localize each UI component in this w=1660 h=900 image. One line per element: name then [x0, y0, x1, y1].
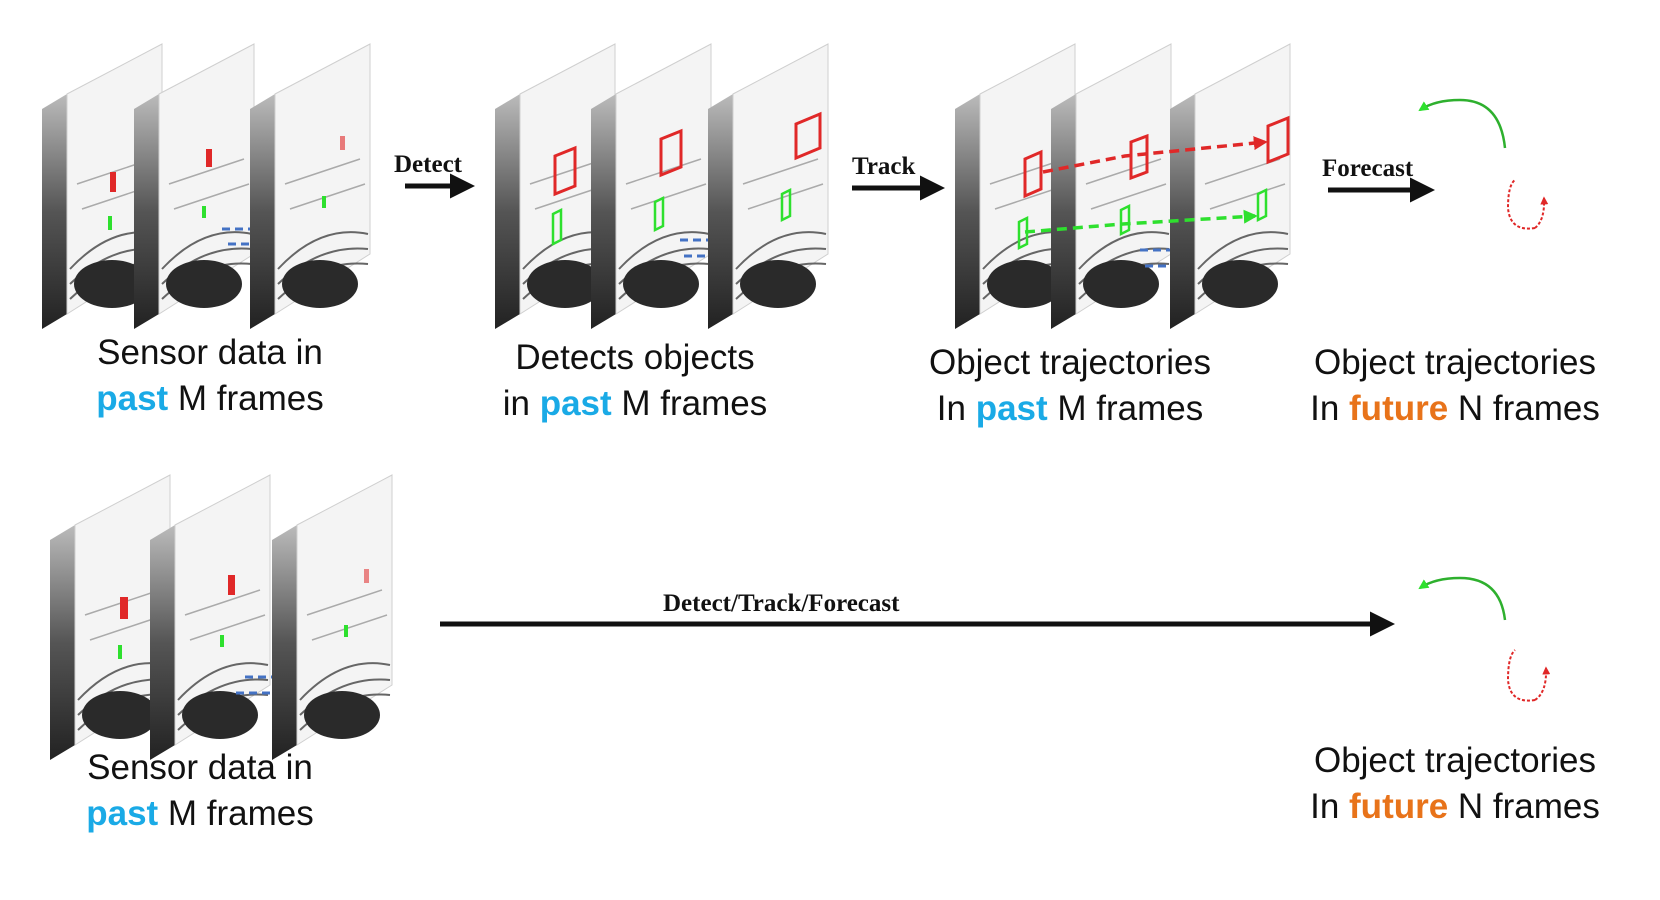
lidar-frame	[134, 43, 255, 329]
track-line-red	[1042, 136, 1268, 174]
caption-line1: Object trajectories	[1313, 343, 1597, 382]
detect-arrow-label: Detect	[394, 151, 463, 178]
lidar-frame	[591, 43, 712, 329]
caption-prefix: In	[936, 389, 976, 428]
lidar-frame	[50, 474, 171, 760]
frame-stack-top-sensor	[42, 43, 371, 329]
caption-line2: In future N frames	[1285, 784, 1625, 830]
caption-bottom-forecast: Object trajectories In future N frames	[1285, 738, 1625, 830]
caption-line1: Object trajectories	[1313, 741, 1597, 780]
track-line-green	[1024, 209, 1258, 234]
past-highlight: past	[539, 384, 612, 423]
red-trajectory-arrow	[1506, 649, 1546, 702]
frame-separator	[1140, 248, 1170, 268]
caption-rest: M frames	[168, 379, 324, 418]
caption-top-detect: Detects objects in past M frames	[465, 335, 805, 427]
caption-top-sensor: Sensor data in past M frames	[50, 330, 370, 422]
lidar-frame	[708, 43, 829, 329]
caption-line2: past M frames	[50, 376, 370, 422]
frame-separator	[222, 227, 250, 246]
track-arrow-label: Track	[852, 153, 916, 180]
caption-line1: Detects objects	[515, 338, 755, 377]
caption-rest: M frames	[1047, 389, 1204, 428]
caption-rest: N frames	[1448, 787, 1600, 826]
detect-track-forecast-arrow: Detect/Track/Forecast	[440, 590, 1395, 637]
lidar-frame	[1051, 43, 1172, 329]
detect-track-forecast-label: Detect/Track/Forecast	[663, 590, 900, 617]
forecast-arrow: Forecast	[1322, 155, 1435, 203]
track-arrow: Track	[852, 153, 945, 201]
lidar-frame	[1170, 43, 1291, 329]
caption-top-forecast: Object trajectories In future N frames	[1285, 340, 1625, 432]
detect-arrow: Detect	[394, 151, 475, 199]
caption-rest: M frames	[158, 794, 314, 833]
caption-rest: N frames	[1448, 389, 1600, 428]
lidar-frame	[272, 474, 393, 760]
caption-top-track: Object trajectories In past M frames	[900, 340, 1240, 432]
caption-prefix: in	[502, 384, 540, 423]
caption-line2: In future N frames	[1285, 386, 1625, 432]
caption-rest: M frames	[611, 384, 768, 423]
forecast-arrow-label: Forecast	[1322, 155, 1414, 182]
past-highlight: past	[975, 389, 1048, 428]
caption-bottom-sensor: Sensor data in past M frames	[40, 745, 360, 837]
caption-prefix: In	[1310, 787, 1350, 826]
caption-prefix: In	[1310, 389, 1350, 428]
frame-stack-top-track	[955, 43, 1291, 329]
caption-line2: past M frames	[40, 791, 360, 837]
frame-stack-top-detect	[495, 43, 829, 329]
caption-line1: Sensor data in	[97, 333, 323, 372]
caption-line2: in past M frames	[465, 381, 805, 427]
red-trajectory-arrow	[1506, 179, 1544, 230]
caption-line1: Sensor data in	[87, 748, 313, 787]
frame-separator	[680, 238, 708, 258]
forecast-trajectories-bottom	[1418, 576, 1546, 702]
future-highlight: future	[1349, 787, 1449, 826]
past-highlight: past	[96, 379, 169, 418]
forecast-trajectories-top	[1418, 98, 1544, 230]
green-trajectory-arrow	[1418, 576, 1507, 621]
lidar-frame	[250, 43, 371, 329]
caption-line1: Object trajectories	[928, 343, 1212, 382]
frame-stack-bottom-sensor	[50, 474, 393, 760]
caption-line2: In past M frames	[900, 386, 1240, 432]
frame-separator	[236, 675, 272, 695]
future-highlight: future	[1349, 389, 1449, 428]
green-trajectory-arrow	[1418, 98, 1507, 149]
past-highlight: past	[86, 794, 159, 833]
